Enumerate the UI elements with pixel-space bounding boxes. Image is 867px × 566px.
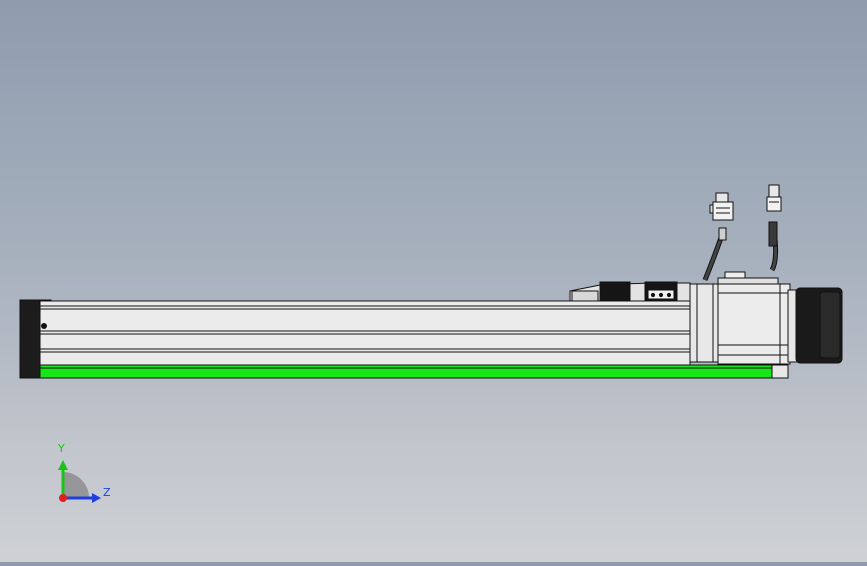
left-end-cap <box>19 299 41 379</box>
motor-connector-base <box>724 271 746 279</box>
carriage-block-left <box>599 281 631 302</box>
coordinate-triad <box>58 460 101 503</box>
linear-rail[interactable] <box>19 299 789 379</box>
motor-flange <box>689 283 721 363</box>
axis-z-label: Z <box>103 486 111 499</box>
connector-left[interactable] <box>712 201 734 221</box>
rail-screw <box>41 323 47 329</box>
connector-right[interactable] <box>766 196 782 212</box>
axis-x-dot <box>59 494 67 502</box>
servo-motor[interactable] <box>689 271 843 365</box>
motor-body <box>717 283 791 365</box>
rail-extrusion <box>39 300 691 366</box>
green-base-strip <box>39 364 773 379</box>
carriage[interactable] <box>569 281 691 302</box>
axis-y-label: Y <box>58 442 65 455</box>
